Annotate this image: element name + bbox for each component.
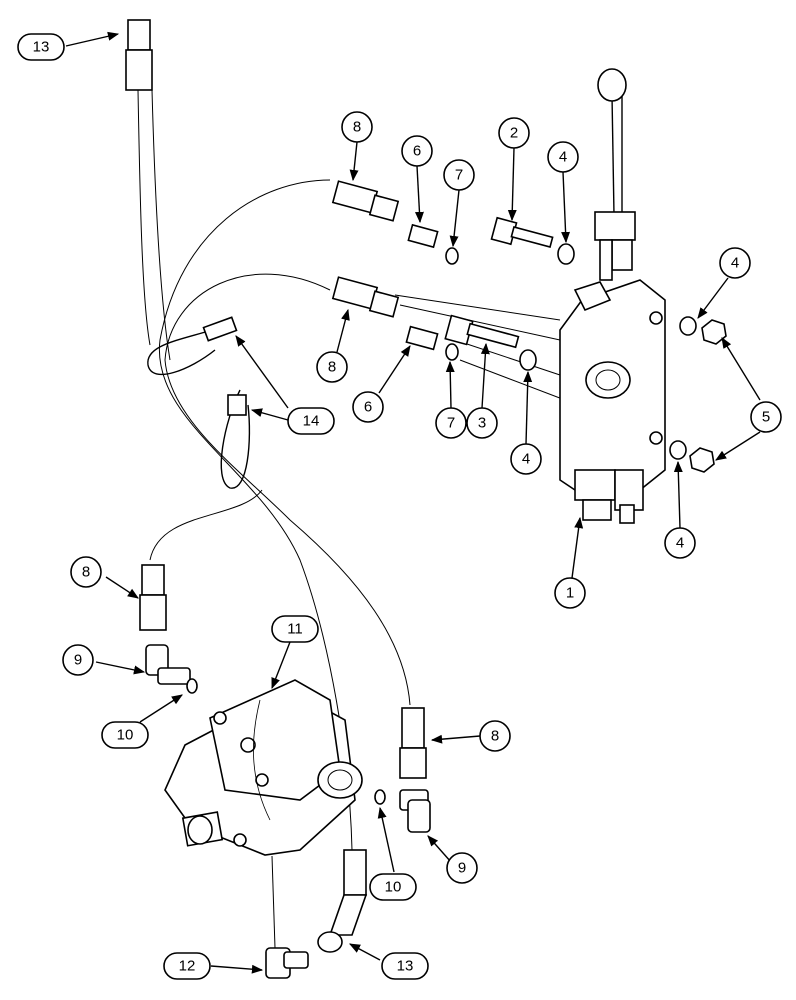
callout-1: 1 <box>554 577 586 609</box>
callout-13-bottom: 13 <box>381 952 429 980</box>
leader-lines <box>65 31 761 974</box>
svg-text:6: 6 <box>364 399 372 416</box>
svg-text:10: 10 <box>385 879 402 896</box>
callout-9-left: 9 <box>62 644 94 676</box>
svg-text:6: 6 <box>413 143 421 160</box>
valve-fasteners <box>405 216 727 473</box>
callout-2: 2 <box>498 117 530 149</box>
callout-6-mid: 6 <box>352 391 384 423</box>
svg-text:5: 5 <box>762 409 770 426</box>
svg-text:10: 10 <box>117 727 134 744</box>
elbow-fittings <box>145 644 431 979</box>
svg-text:7: 7 <box>455 167 463 184</box>
callout-10-right: 10 <box>369 873 417 901</box>
callout-7-top: 7 <box>443 159 475 191</box>
svg-text:14: 14 <box>303 413 320 430</box>
hydraulic-pump <box>164 679 363 856</box>
svg-text:1: 1 <box>566 585 574 602</box>
callout-4-right-top: 4 <box>719 247 751 279</box>
svg-text:13: 13 <box>397 958 414 975</box>
hose-ends <box>125 19 427 936</box>
svg-text:4: 4 <box>676 535 684 552</box>
svg-text:9: 9 <box>74 652 82 669</box>
svg-text:9: 9 <box>458 860 466 877</box>
callout-7-mid: 7 <box>435 407 467 439</box>
callout-8-left: 8 <box>70 556 102 588</box>
svg-text:12: 12 <box>179 958 196 975</box>
svg-text:4: 4 <box>731 255 739 272</box>
svg-text:8: 8 <box>353 119 361 136</box>
callout-12: 12 <box>163 952 211 980</box>
svg-text:4: 4 <box>522 451 530 468</box>
callout-13-top: 13 <box>17 33 65 61</box>
hose-clamps <box>147 316 251 489</box>
hose-lines <box>137 89 566 851</box>
svg-text:8: 8 <box>328 359 336 376</box>
callout-11: 11 <box>271 615 319 643</box>
svg-text:13: 13 <box>33 39 50 56</box>
callout-14: 14 <box>287 407 335 435</box>
svg-text:4: 4 <box>559 149 567 166</box>
callout-8-mid: 8 <box>316 351 348 383</box>
svg-text:8: 8 <box>491 728 499 745</box>
svg-text:7: 7 <box>447 415 455 432</box>
callout-5: 5 <box>750 401 782 433</box>
callouts: 13 8 6 7 2 4 4 5 8 6 7 3 4 14 4 1 8 11 9… <box>17 33 782 980</box>
callout-6-top: 6 <box>401 135 433 167</box>
callout-3: 3 <box>466 407 498 439</box>
callout-4-mid: 4 <box>510 443 542 475</box>
callout-4-bottom: 4 <box>664 527 696 559</box>
callout-4-top: 4 <box>547 141 579 173</box>
callout-8-right: 8 <box>479 720 511 752</box>
callout-9-right: 9 <box>446 852 478 884</box>
svg-text:8: 8 <box>82 564 90 581</box>
callout-10-left: 10 <box>101 721 149 749</box>
callout-8-top: 8 <box>341 111 373 143</box>
svg-text:3: 3 <box>478 415 486 432</box>
svg-text:11: 11 <box>287 621 303 638</box>
svg-text:2: 2 <box>510 125 518 142</box>
control-valve <box>559 68 666 524</box>
